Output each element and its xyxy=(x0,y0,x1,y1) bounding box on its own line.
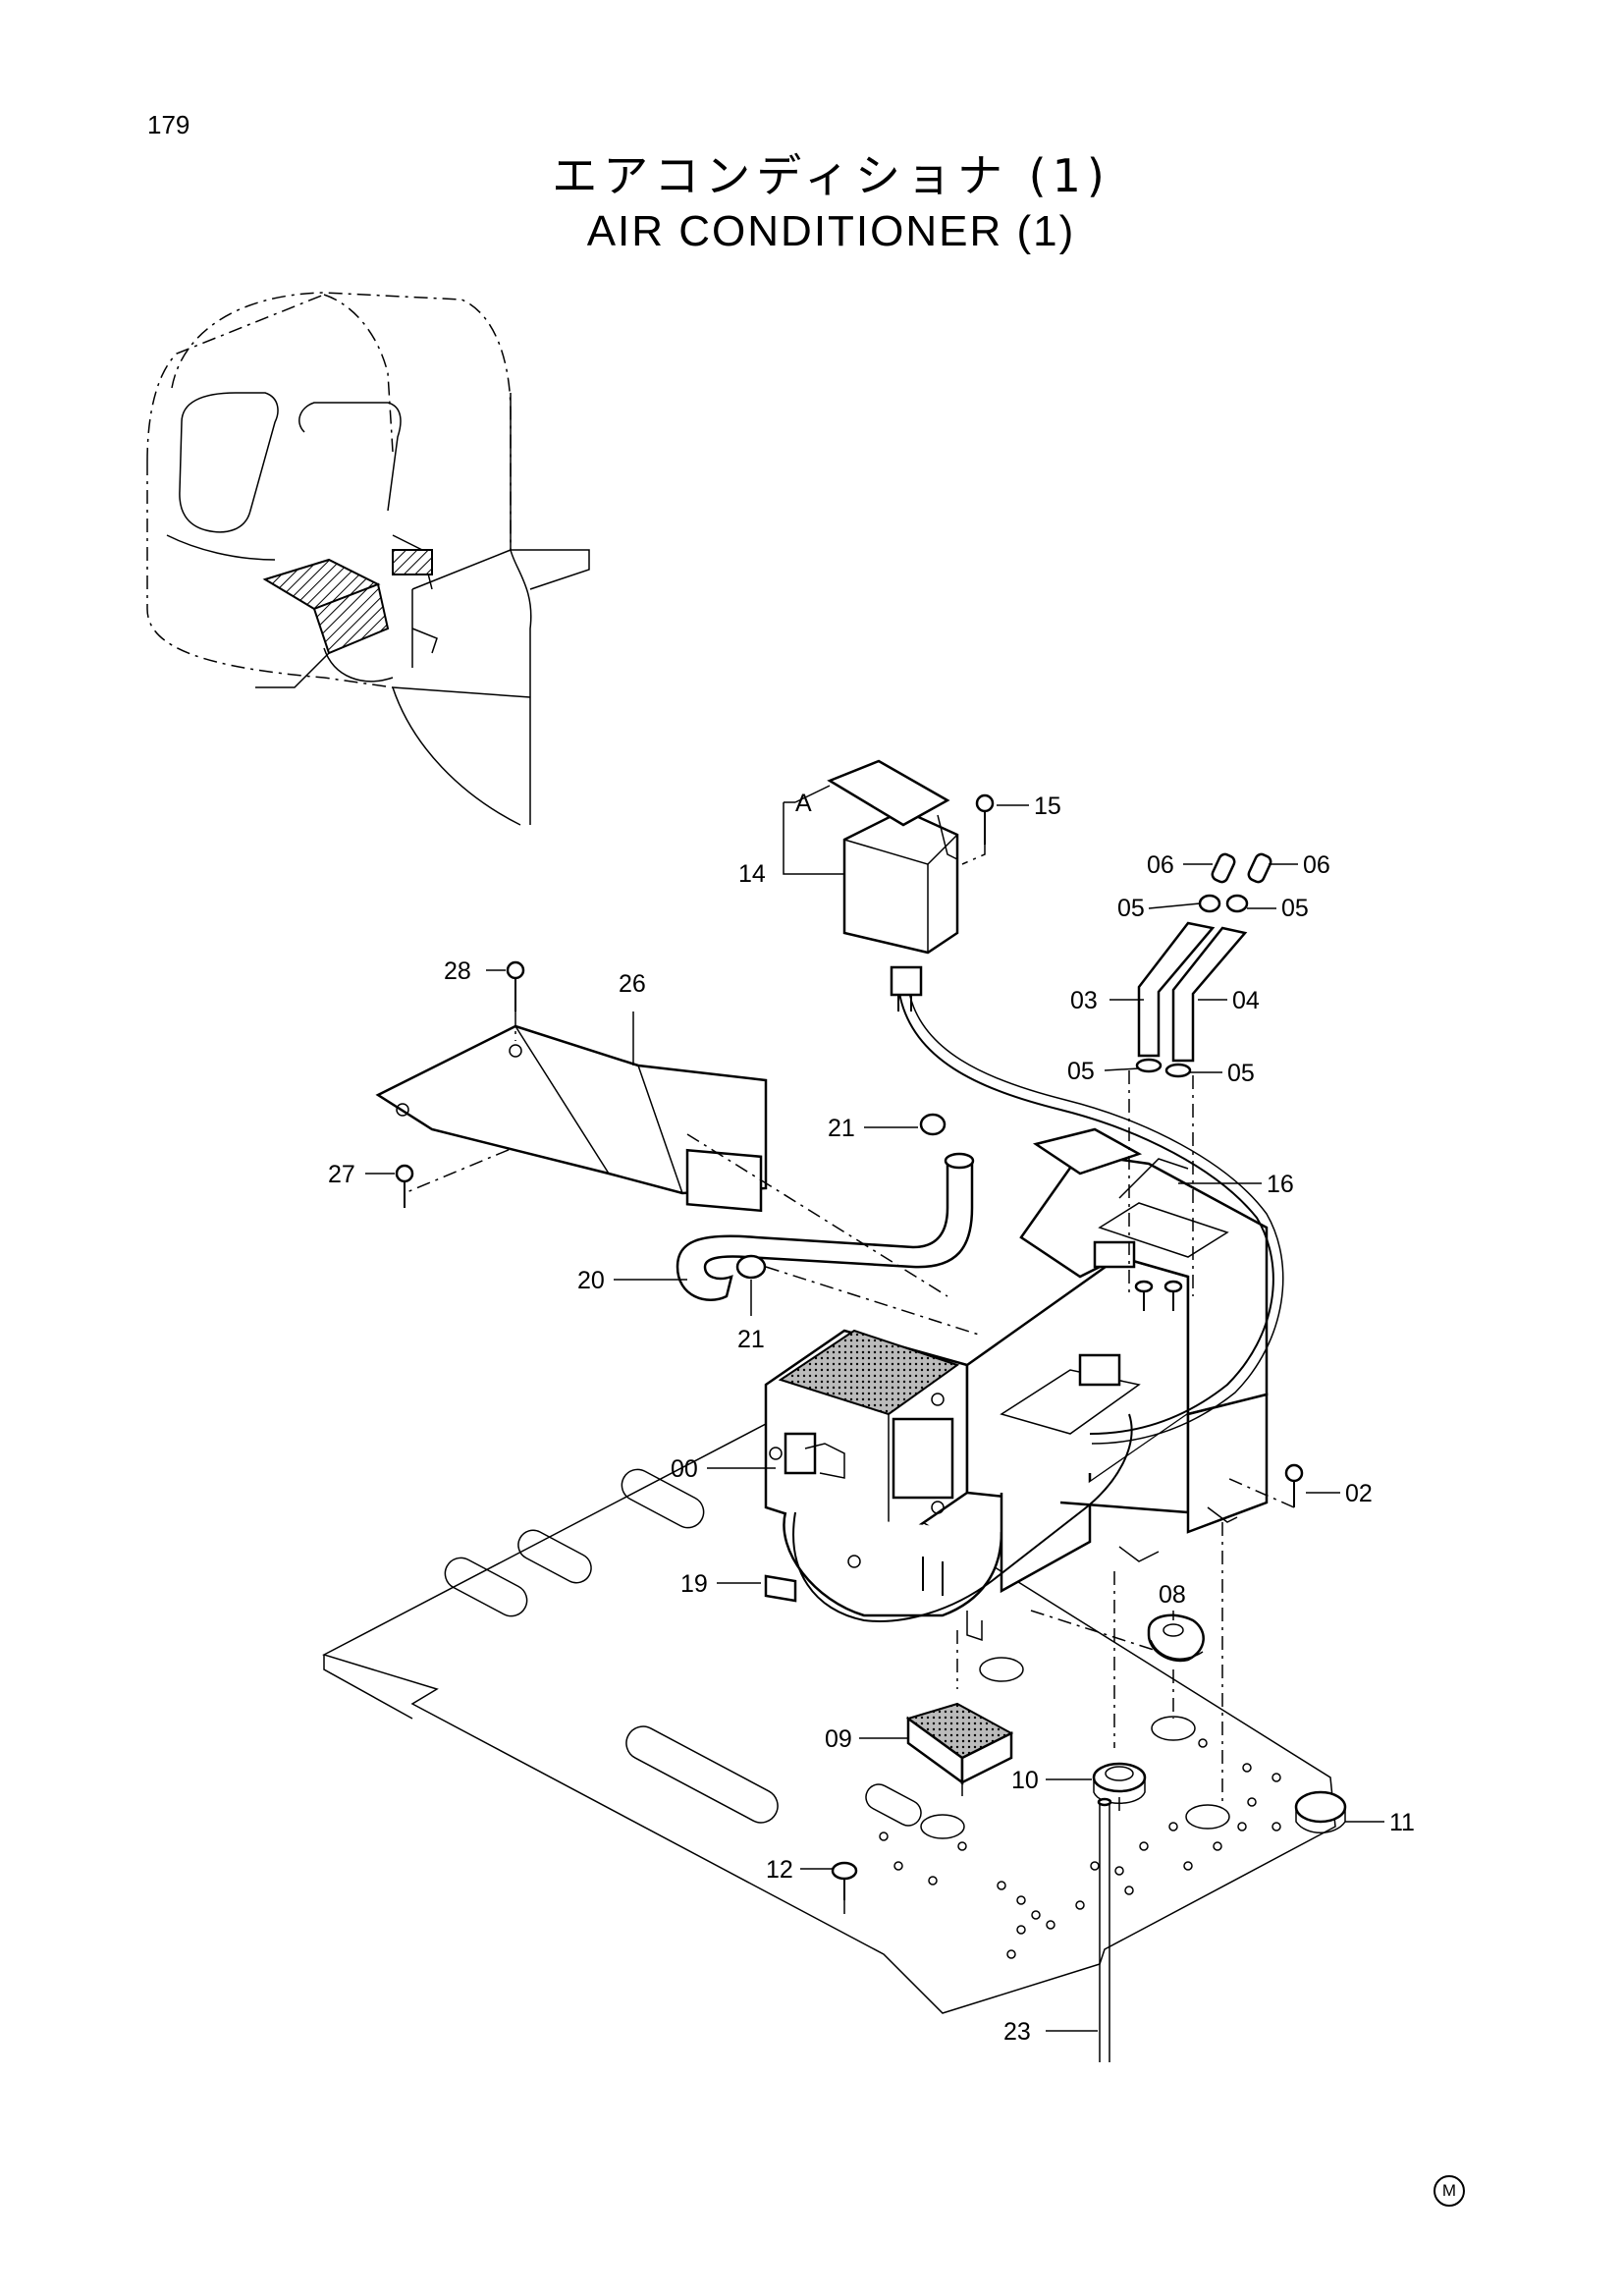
callout-labels: A 15 14 06 06 05 05 28 26 03 04 05 05 21… xyxy=(328,790,1415,2046)
page-number: 179 xyxy=(147,110,190,139)
callout-21-bottom: 21 xyxy=(737,1326,765,1353)
callout-16: 16 xyxy=(1267,1171,1294,1198)
callout-14: 14 xyxy=(738,860,766,888)
hardware-parts xyxy=(395,793,1347,2062)
cab-overview-illustration xyxy=(146,292,590,826)
callout-05-top-right: 05 xyxy=(1281,895,1309,922)
callout-06-right: 06 xyxy=(1303,851,1330,879)
callout-02: 02 xyxy=(1345,1480,1373,1507)
callout-15: 15 xyxy=(1034,793,1061,820)
manufacturer-mark-icon: M xyxy=(1434,2175,1465,2207)
callout-00: 00 xyxy=(671,1455,698,1483)
duct-26 xyxy=(375,1024,768,1213)
callout-05-lower-left: 05 xyxy=(1067,1058,1095,1085)
callout-09: 09 xyxy=(825,1725,852,1753)
callout-03: 03 xyxy=(1070,987,1098,1014)
detail-label-a: A xyxy=(795,790,812,817)
air-conditioner-unit xyxy=(764,1127,1269,1642)
callout-04: 04 xyxy=(1232,987,1260,1014)
harness-front xyxy=(792,1413,1133,1622)
callout-12: 12 xyxy=(766,1856,793,1884)
wire-harness-16-inner xyxy=(907,986,1284,1445)
callout-06-left: 06 xyxy=(1147,851,1174,879)
controller-14 xyxy=(827,759,959,1011)
plate-holes xyxy=(879,1738,1281,1959)
callout-23: 23 xyxy=(1003,2018,1031,2046)
wire-harness-16 xyxy=(897,986,1274,1435)
leader-lines xyxy=(365,785,1384,2032)
callout-08: 08 xyxy=(1159,1581,1186,1609)
title-block: エアコンディショナ (1) AIR CONDITIONER (1) xyxy=(0,147,1623,259)
callout-21-top: 21 xyxy=(828,1115,855,1142)
callout-19: 19 xyxy=(680,1570,708,1598)
callout-05-top-left: 05 xyxy=(1117,895,1145,922)
floor-plate xyxy=(322,1423,1336,2014)
page-title-english: AIR CONDITIONER (1) xyxy=(586,207,1076,255)
callout-27: 27 xyxy=(328,1161,355,1188)
callout-20: 20 xyxy=(577,1267,605,1294)
callout-26: 26 xyxy=(619,970,646,998)
callout-05-lower-right: 05 xyxy=(1227,1060,1255,1087)
assembly-lines xyxy=(404,845,1295,1915)
detail-a-label-sheet xyxy=(827,759,950,827)
page-title-japanese: エアコンディショナ (1) xyxy=(552,149,1110,202)
callout-11: 11 xyxy=(1389,1809,1415,1836)
callout-10: 10 xyxy=(1011,1767,1039,1794)
callout-28: 28 xyxy=(444,957,471,985)
